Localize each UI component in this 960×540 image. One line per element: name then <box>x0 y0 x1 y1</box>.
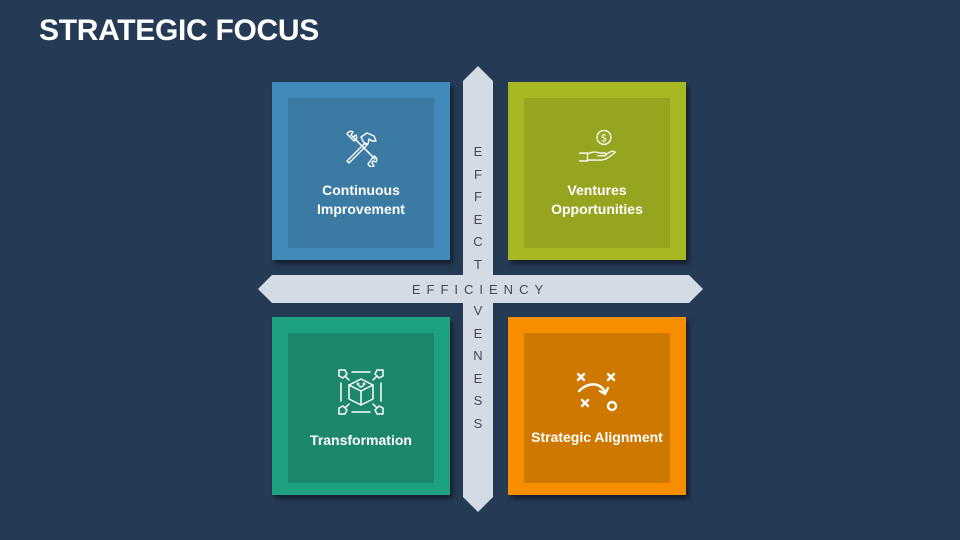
quadrant-label: Strategic Alignment <box>531 428 663 445</box>
cube-expand-icon <box>338 368 384 415</box>
quadrant-inner: Continuous Improvement <box>288 98 434 248</box>
quadrant-ventures-opportunities: $ Ventures Opportunities <box>508 82 686 260</box>
effectiveness-label-bottom: V E N E S S <box>473 303 483 431</box>
svg-text:$: $ <box>601 132 608 144</box>
quadrant-strategic-alignment: Strategic Alignment <box>508 317 686 495</box>
efficiency-axis-arrow <box>258 275 703 303</box>
quadrant-inner: $ Ventures Opportunities <box>524 98 670 248</box>
strategy-play-icon <box>576 372 618 411</box>
efficiency-label: EFFICIENCY <box>411 281 550 297</box>
tools-icon <box>346 130 378 167</box>
quadrant-continuous-improvement: Continuous Improvement <box>272 82 450 260</box>
slide-title: STRATEGIC FOCUS <box>39 14 319 47</box>
quadrant-label: Transformation <box>310 431 412 448</box>
quadrant-label: Continuous Improvement <box>317 182 405 217</box>
quadrant-label: Ventures Opportunities <box>551 182 643 217</box>
quadrant-transformation: Transformation <box>272 317 450 495</box>
quadrant-inner: Strategic Alignment <box>524 333 670 483</box>
quadrant-inner: Transformation <box>288 333 434 483</box>
hand-dollar-icon: $ <box>578 129 616 162</box>
effectiveness-label-top: E F F E C T <box>473 144 483 272</box>
